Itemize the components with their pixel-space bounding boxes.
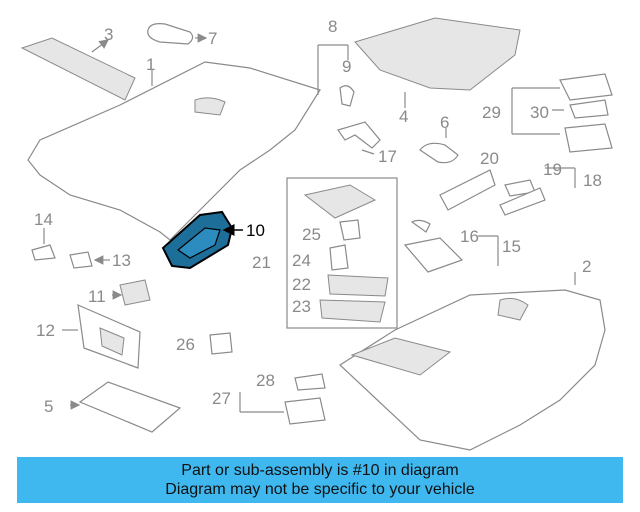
part-11-14-small (31, 228, 151, 306)
part-15-16-lamp (403, 219, 499, 273)
banner-line-2: Diagram may not be specific to your vehi… (165, 481, 475, 498)
part-3-pad (20, 37, 136, 101)
part-26-clip (209, 332, 233, 355)
callout-11: 11 (88, 287, 106, 306)
callout-6: 6 (440, 113, 449, 132)
part-2-headliner (339, 272, 606, 451)
callout-17: 17 (378, 147, 397, 166)
part-8-9-hooks (317, 44, 355, 107)
callout-8: 8 (328, 17, 337, 36)
callout-9: 9 (342, 57, 351, 76)
info-banner: Part or sub-assembly is #10 in diagram D… (17, 457, 623, 503)
part-18-20-brackets (439, 167, 576, 216)
callout-28: 28 (256, 371, 275, 390)
callout-7: 7 (208, 29, 217, 48)
callout-16: 16 (460, 227, 479, 246)
part-29-30-lamps (511, 73, 613, 153)
part-1-headliner (27, 61, 321, 241)
callout-26: 26 (176, 335, 195, 354)
callout-3: 3 (104, 25, 113, 44)
callout-23: 23 (292, 297, 311, 316)
callout-1: 1 (146, 55, 155, 74)
banner-line-1: Part or sub-assembly is #10 in diagram (181, 462, 459, 479)
part-7-lens (147, 23, 208, 45)
callout-13: 13 (112, 251, 131, 270)
callout-27: 27 (212, 389, 231, 408)
callout-19: 19 (543, 160, 562, 179)
part-5-mirror (70, 381, 182, 433)
part-27-28-handle (239, 373, 326, 425)
parts-diagram: 1 2 3 4 5 6 7 8 9 10 11 12 13 14 15 16 1… (20, 17, 613, 451)
callout-18: 18 (583, 171, 602, 190)
callout-15: 15 (502, 237, 521, 256)
callout-4: 4 (399, 107, 408, 126)
callout-12: 12 (36, 321, 55, 340)
callout-5: 5 (44, 397, 53, 416)
callout-24: 24 (292, 251, 311, 270)
part-12-sunvisor (62, 304, 141, 369)
callout-30: 30 (530, 103, 549, 122)
part-21-console-box (286, 177, 398, 329)
callout-25: 25 (302, 225, 321, 244)
callout-2: 2 (582, 257, 591, 276)
callout-21: 21 (252, 253, 271, 272)
part-10-highlighted (161, 210, 243, 270)
part-6-17 (337, 121, 459, 164)
callout-22: 22 (292, 275, 311, 294)
callout-14: 14 (34, 210, 53, 229)
callout-29: 29 (482, 103, 501, 122)
callout-20: 20 (480, 149, 499, 168)
callout-labels: 1 2 3 4 5 6 7 8 9 10 11 12 13 14 15 16 1… (34, 17, 602, 416)
callout-10: 10 (246, 221, 265, 240)
part-4-panel (354, 17, 521, 108)
